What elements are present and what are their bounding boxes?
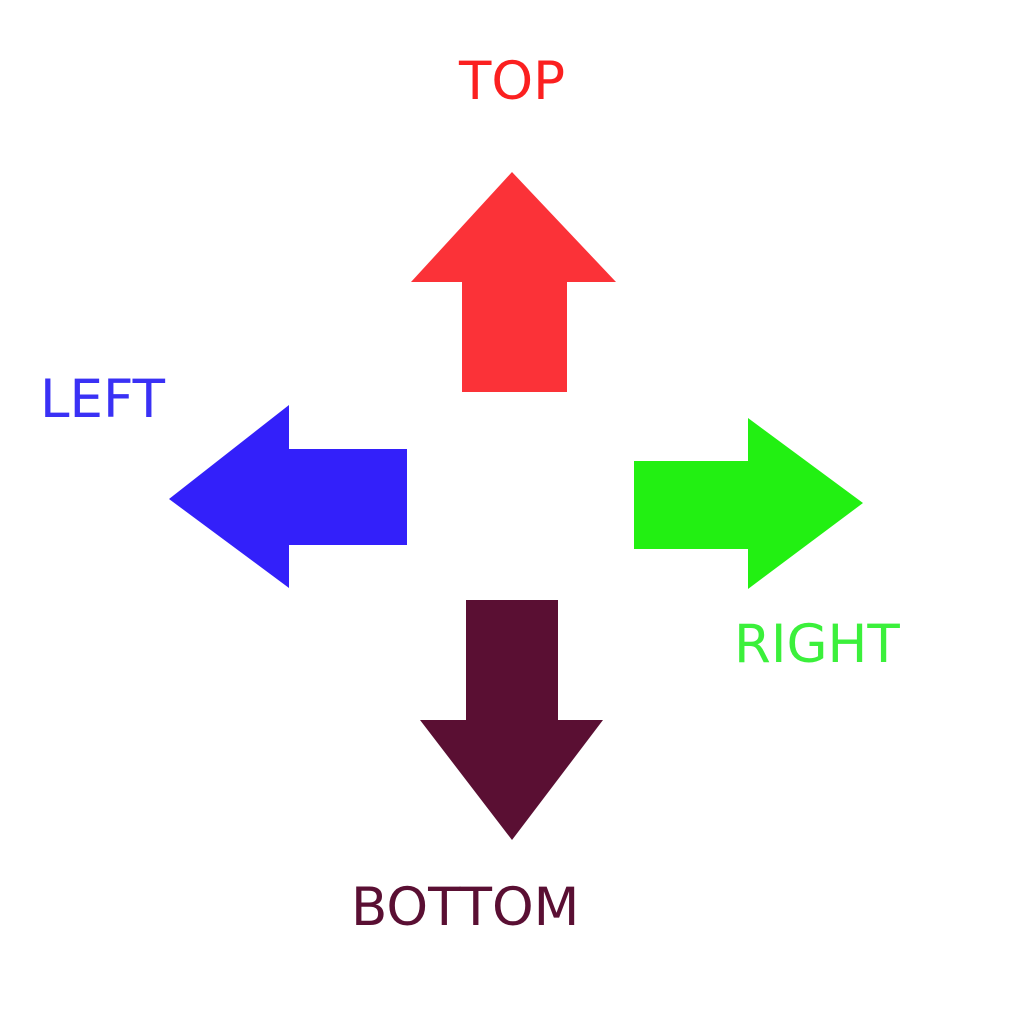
label-left: LEFT: [40, 369, 165, 430]
label-right: RIGHT: [734, 614, 900, 675]
label-top: TOP: [459, 51, 566, 112]
arrow-right-icon[interactable]: [634, 418, 863, 589]
arrow-up-icon[interactable]: [411, 172, 616, 392]
label-bottom: BOTTOM: [351, 877, 580, 938]
arrow-left-icon[interactable]: [169, 405, 407, 588]
arrow-down-icon[interactable]: [420, 600, 603, 840]
